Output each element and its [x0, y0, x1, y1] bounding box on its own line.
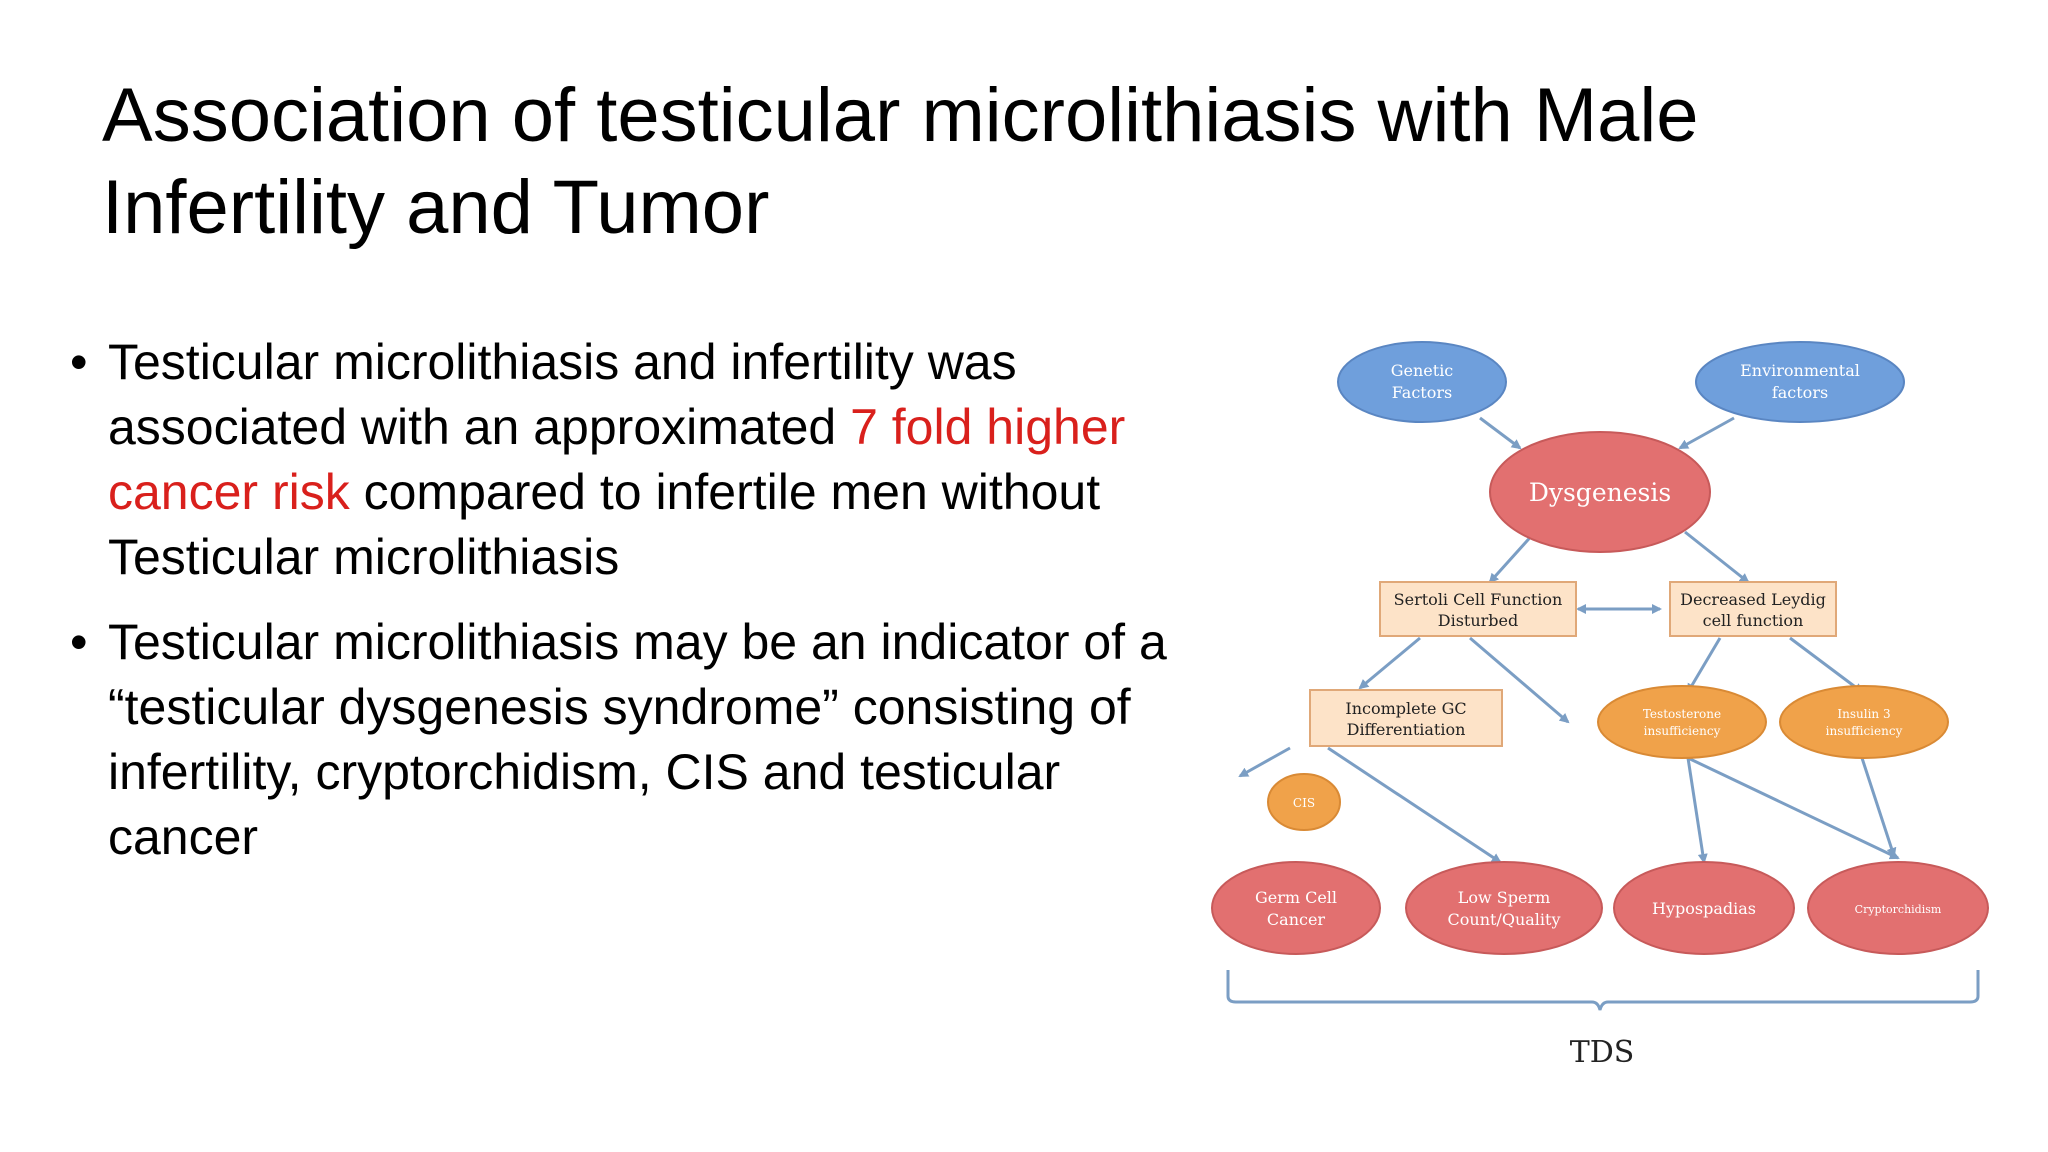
node-sertoli-label-1: Sertoli Cell Function — [1394, 590, 1563, 609]
node-environmental-factors: Environmental factors — [1695, 341, 1905, 423]
arrow-incomplete-gc-cis — [1238, 746, 1291, 778]
bullet-1-highlight: 7 fold higher cancer risk — [108, 399, 1126, 520]
arrow-testosterone-hypospadias — [1686, 757, 1708, 864]
node-genetic-label-1: Genetic — [1391, 361, 1454, 380]
node-environmental-label-1: Environmental — [1740, 361, 1860, 380]
node-leydig-label-2: cell function — [1703, 611, 1804, 630]
bullet-dot: • — [70, 614, 88, 670]
node-insulin3-label-1: Insulin 3 — [1837, 707, 1890, 721]
arrow-environmental-dysgenesis — [1678, 416, 1735, 450]
node-testosterone-insufficiency: Testosterone insufficiency — [1597, 685, 1767, 759]
arrow-leydig-insulin3 — [1789, 636, 1864, 694]
tds-bracket — [1226, 970, 1980, 1011]
arrow-sertoli-testosterone — [1469, 636, 1570, 724]
slide-title: Association of testicular microlithiasis… — [102, 73, 1699, 250]
arrow-insulin3-cryptorchidism — [1860, 757, 1897, 858]
node-incomplete-gc: Incomplete GC Differentiation — [1309, 689, 1503, 747]
node-cis: CIS — [1267, 773, 1341, 831]
node-insulin3-label-2: insufficiency — [1826, 724, 1903, 738]
node-dysgenesis: Dysgenesis — [1489, 431, 1711, 553]
arrow-sertoli-incomplete-gc — [1358, 636, 1421, 690]
bullet-dot: • — [70, 334, 88, 390]
node-leydig-cell: Decreased Leydig cell function — [1669, 581, 1837, 637]
node-low-sperm-count: Low Sperm Count/Quality — [1405, 861, 1603, 955]
node-sertoli-label-2: Disturbed — [1438, 611, 1519, 630]
node-incomplete-gc-label-2: Differentiation — [1347, 720, 1466, 739]
node-sertoli-cell: Sertoli Cell Function Disturbed — [1379, 581, 1577, 637]
bullet-item-2: • Testicular microlithiasis may be an in… — [70, 610, 1200, 870]
node-genetic-label-2: Factors — [1392, 383, 1452, 402]
node-cryptorchidism-label: Cryptorchidism — [1855, 903, 1942, 916]
node-germ-cell-cancer: Germ Cell Cancer — [1211, 861, 1381, 955]
node-dysgenesis-label: Dysgenesis — [1529, 478, 1671, 507]
node-germ-cell-label-2: Cancer — [1267, 910, 1326, 929]
arrow-incomplete-gc-low-sperm — [1327, 746, 1502, 864]
bullet-list: • Testicular microlithiasis and infertil… — [70, 330, 1200, 890]
bullet-item-1: • Testicular microlithiasis and infertil… — [70, 330, 1200, 590]
arrow-dysgenesis-leydig — [1684, 530, 1750, 584]
node-environmental-label-2: factors — [1772, 383, 1828, 402]
node-leydig-label-1: Decreased Leydig — [1680, 590, 1826, 609]
node-cis-label: CIS — [1293, 796, 1315, 810]
node-insulin3-insufficiency: Insulin 3 insufficiency — [1779, 685, 1949, 759]
node-cryptorchidism: Cryptorchidism — [1807, 861, 1989, 955]
arrow-genetic-dysgenesis — [1479, 416, 1522, 450]
bullet-2-text: Testicular microlithiasis may be an indi… — [108, 614, 1167, 865]
node-testosterone-label-1: Testosterone — [1643, 707, 1721, 721]
tds-diagram: Genetic Factors Environmental factors Dy… — [1200, 310, 2020, 1090]
arrow-leydig-testosterone — [1686, 637, 1722, 694]
node-testosterone-label-2: insufficiency — [1644, 724, 1721, 738]
arrow-dysgenesis-sertoli — [1488, 530, 1537, 584]
node-low-sperm-label-1: Low Sperm — [1458, 888, 1551, 907]
tds-label: TDS — [1570, 1035, 1635, 1070]
node-genetic-factors: Genetic Factors — [1337, 341, 1507, 423]
node-hypospadias-label: Hypospadias — [1652, 899, 1756, 918]
bullet-1-text: Testicular microlithiasis and infertilit… — [108, 334, 1017, 455]
bullet-1-text-end: compared to infertile men without Testic… — [108, 464, 1101, 585]
arrow-testosterone-cryptorchidism — [1687, 756, 1900, 860]
node-hypospadias: Hypospadias — [1613, 861, 1795, 955]
node-low-sperm-label-2: Count/Quality — [1448, 910, 1561, 929]
node-germ-cell-label-1: Germ Cell — [1255, 888, 1337, 907]
node-incomplete-gc-label-1: Incomplete GC — [1345, 699, 1466, 718]
